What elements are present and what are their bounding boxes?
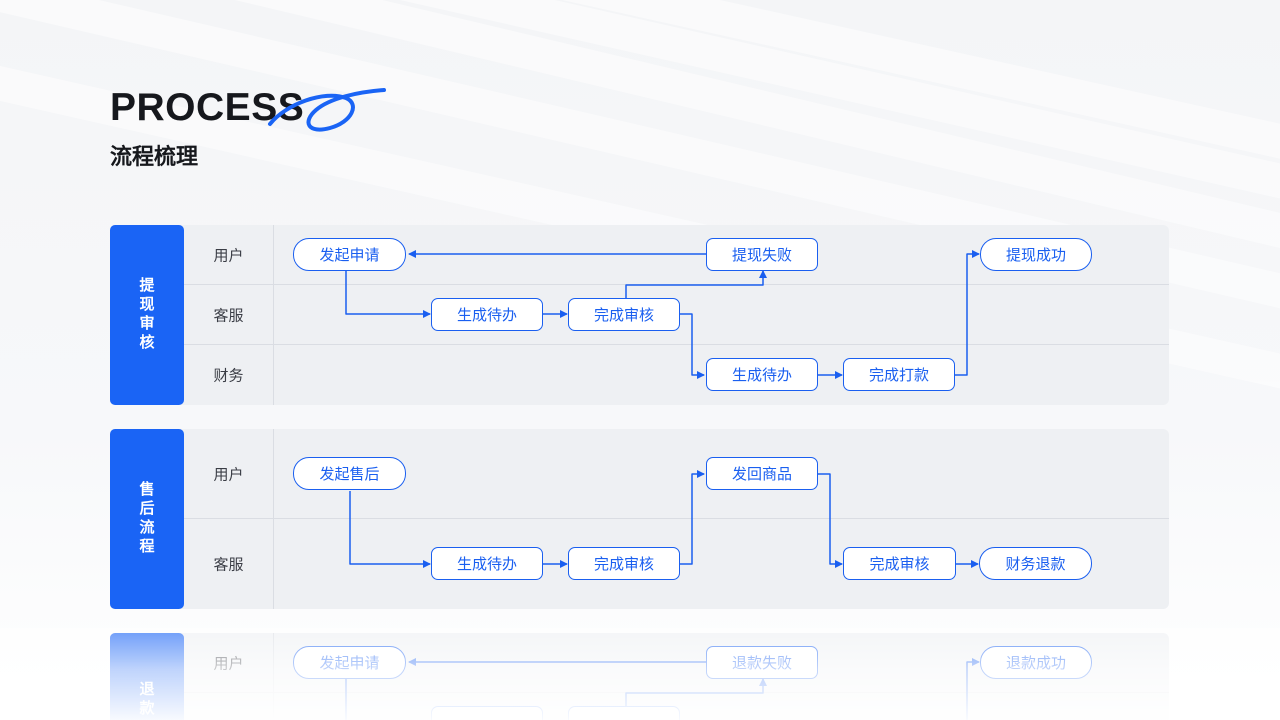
- lane-divider: [273, 429, 274, 609]
- section-refund: 退款 用户 发起申请 退款失败 退款成功: [110, 633, 1169, 720]
- row-divider: [184, 284, 1169, 285]
- lane-label-user: 用户: [213, 654, 244, 673]
- node-payment-complete[interactable]: 完成打款: [843, 358, 955, 391]
- lane-label-user: 用户: [213, 246, 244, 265]
- section-tab-label: 退款: [137, 681, 156, 719]
- node-generate-todo-finance[interactable]: 生成待办: [706, 358, 818, 391]
- lane-label-service: 客服: [213, 555, 244, 574]
- section-tab-label: 提现审核: [137, 277, 156, 353]
- node-apply[interactable]: 发起申请: [293, 646, 406, 679]
- page-subtitle: 流程梳理: [110, 145, 199, 170]
- node-withdraw-fail[interactable]: 提现失败: [706, 238, 818, 271]
- section-after-sales: 售后流程 用户 客服 发起售后 发回商品 生成待办 完成审核 完成审核 财务退款: [110, 429, 1169, 609]
- node-partial: [568, 706, 680, 720]
- node-refund-fail[interactable]: 退款失败: [706, 646, 818, 679]
- lane-label-service: 客服: [213, 306, 244, 325]
- section-tab: 退款: [110, 633, 184, 720]
- node-return-goods[interactable]: 发回商品: [706, 457, 818, 490]
- swirl-decoration: [268, 88, 386, 132]
- node-finance-refund[interactable]: 财务退款: [979, 547, 1092, 580]
- node-review-complete[interactable]: 完成审核: [568, 298, 680, 331]
- section-tab-label: 售后流程: [137, 481, 156, 557]
- node-generate-todo[interactable]: 生成待办: [431, 547, 543, 580]
- row-divider: [184, 692, 1169, 693]
- lane-label-user: 用户: [213, 465, 244, 484]
- section-tab: 售后流程: [110, 429, 184, 609]
- section-background: [110, 429, 1169, 609]
- lane-divider: [273, 633, 274, 720]
- node-partial: [431, 706, 543, 720]
- section-tab: 提现审核: [110, 225, 184, 405]
- node-refund-success[interactable]: 退款成功: [980, 646, 1092, 679]
- node-review-complete-2[interactable]: 完成审核: [843, 547, 956, 580]
- node-review-complete[interactable]: 完成审核: [568, 547, 680, 580]
- section-withdraw-review: 提现审核 用户 客服 财务 发起申请 提现失败 提现成功 生成待办 完成审核 生…: [110, 225, 1169, 405]
- row-divider: [184, 344, 1169, 345]
- node-withdraw-success[interactable]: 提现成功: [980, 238, 1092, 271]
- node-start-after-sales[interactable]: 发起售后: [293, 457, 406, 490]
- node-apply[interactable]: 发起申请: [293, 238, 406, 271]
- lane-divider: [273, 225, 274, 405]
- lane-label-finance: 财务: [213, 366, 244, 385]
- row-divider: [184, 518, 1169, 519]
- node-generate-todo[interactable]: 生成待办: [431, 298, 543, 331]
